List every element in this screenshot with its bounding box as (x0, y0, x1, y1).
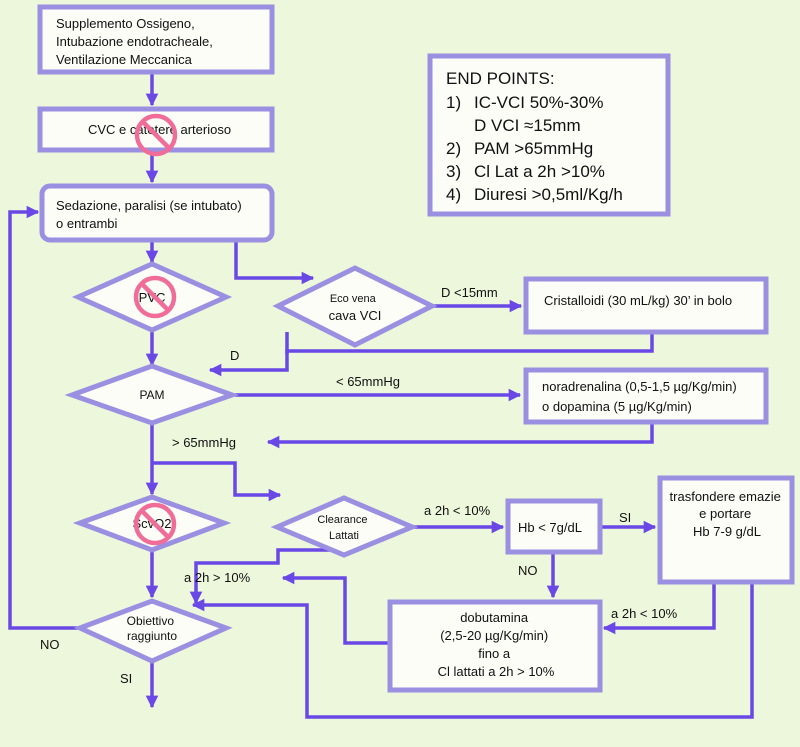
box-trasfondere-text: trasfondere emazie e portare Hb 7-9 g/dL (670, 489, 785, 539)
label-a2h-lt-10-bottom: a 2h < 10% (611, 606, 678, 621)
label-si-bottom: SI (120, 671, 132, 686)
diamond-clearance: Clearance Lattati (270, 495, 419, 558)
diamond-eco-text: Eco vena cava VCI (329, 289, 382, 323)
endpoints-item-1-text: IC-VCI 50%-30% (474, 93, 603, 112)
box-noradrenalina: noradrenalina (0,5-1,5 µg/Kg/min) o dopa… (523, 367, 769, 425)
forbidden-sign-icon (133, 275, 177, 319)
arrow-eco-pam (208, 332, 289, 377)
arrow-pam-clearance (152, 461, 282, 502)
diamond-pam-text: PAM (139, 388, 164, 402)
box-cvc-text: CVC e catetere arterioso (88, 122, 231, 137)
endpoints-item-2-text: PAM >65mmHg (474, 139, 593, 158)
endpoints-box: END POINTS: 1) IC-VCI 50%-30% D VCI ≈15m… (427, 53, 671, 217)
box-cristalloidi: Cristalloidi (30 mL/kg) 30’ in bolo (523, 276, 769, 335)
label-si-right: SI (619, 510, 631, 525)
diamond-eco: Eco vena cava VCI (272, 265, 438, 348)
forbidden-sign-icon (134, 113, 178, 157)
endpoints-item-4-num: 4) (446, 185, 461, 204)
endpoints-item-4-text: Diuresi >0,5ml/Kg/h (474, 185, 623, 204)
box-dobutamina: dobutamina (2,5-20 µg/Kg/min) fino a Cl … (387, 599, 603, 693)
arrow-obiettivo-no-loop (8, 205, 78, 630)
label-a2h-lt-10-top: a 2h < 10% (424, 503, 491, 518)
box-oxygen-intubation-text: Supplemento Ossigeno, Intubazione endotr… (56, 16, 216, 67)
label-pam-gt-65: > 65mmHg (172, 435, 236, 450)
label-d: D (230, 348, 239, 363)
endpoints-item-1b-text: D VCI ≈15mm (474, 116, 581, 135)
box-dobutamina-text: dobutamina (2,5-20 µg/Kg/min) fino a Cl … (438, 610, 555, 679)
box-noradrenalina-text: noradrenalina (0,5-1,5 µg/Kg/min) o dopa… (542, 379, 740, 414)
box-hb: Hb < 7g/dL (505, 498, 603, 555)
box-sedazione-text: Sedazione, paralisi (se intubato) o entr… (56, 198, 245, 231)
endpoints-title: END POINTS: (446, 69, 555, 88)
endpoints-item-2-num: 2) (446, 139, 461, 158)
arrow-dobutamina-return (281, 571, 388, 645)
label-a2h-gt-10: a 2h > 10% (184, 570, 251, 585)
label-d-lt-15mm: D <15mm (441, 285, 498, 300)
endpoints-item-3-text: Cl Lat a 2h >10% (474, 162, 605, 181)
diamond-clearance-text: Clearance Lattati (317, 514, 370, 542)
label-pam-lt-65: < 65mmHg (336, 374, 400, 389)
label-no-left: NO (40, 637, 60, 652)
label-no-down: NO (518, 563, 538, 578)
diamond-obiettivo-text: Obiettivo raggiunto (127, 614, 178, 643)
arrow-b3-eco (234, 240, 315, 285)
endpoints-item-1-num: 1) (446, 93, 461, 112)
arrow-trasfondere-dobutamina (602, 582, 716, 635)
box-oxygen-intubation: Supplemento Ossigeno, Intubazione endotr… (37, 4, 275, 75)
edge-labels: D <15mm D < 65mmHg > 65mmHg a 2h < 10% S… (40, 285, 678, 686)
arrow-noradrenalina-return (266, 422, 654, 449)
connectors (8, 72, 754, 719)
box-hb-text: Hb < 7g/dL (518, 520, 582, 535)
forbidden-sign-icon (133, 502, 177, 546)
box-sedazione: Sedazione, paralisi (se intubato) o entr… (39, 183, 275, 243)
diamond-pam: PAM (64, 363, 240, 426)
endpoints-item-3-num: 3) (446, 162, 461, 181)
arrow-trasfondere-obiettivo (191, 582, 754, 719)
box-trasfondere: trasfondere emazie e portare Hb 7-9 g/dL (657, 475, 795, 585)
diamond-obiettivo: Obiettivo raggiunto (73, 598, 233, 664)
arrow-clearance-obiettivo (189, 548, 344, 605)
box-cristalloidi-text: Cristalloidi (30 mL/kg) 30’ in bolo (544, 293, 732, 308)
